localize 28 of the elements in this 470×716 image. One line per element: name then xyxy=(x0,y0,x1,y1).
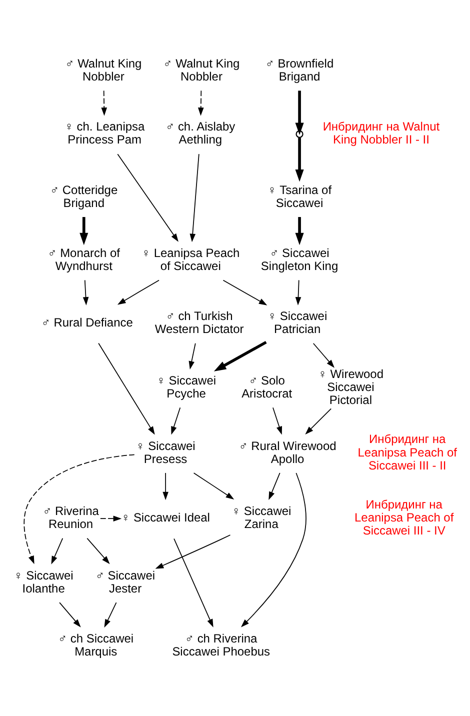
node-text: ♀ Siccawei Patrician xyxy=(268,308,328,336)
node-text: ♀ Tsarina of Siccawei xyxy=(268,182,332,210)
node-text: ♀ Siccawei Ideal xyxy=(121,510,210,524)
label: Инбридинг на Walnut King Nobbler II - II xyxy=(322,119,440,146)
node-text: ♂ ch Riverina Siccawei Phoebus xyxy=(172,631,270,658)
node-text: ♂ Rural Wirewood Apollo xyxy=(238,438,336,466)
node-text: ♀ Leanipsa Peach of Siccawei xyxy=(142,245,240,273)
node-text: ♀ Wirewood Siccawei Pictorial xyxy=(318,366,384,407)
node-text: ♂ Brownfield Brigand xyxy=(265,56,334,84)
node-text: ♂ ch Siccawei Marquis xyxy=(58,631,134,658)
node-text: ♂ ch. Aislaby Aethling xyxy=(166,119,236,146)
node-text: ♂ Cotteridge Brigand xyxy=(50,182,118,210)
node-text: ♂ Rural Defiance xyxy=(41,315,133,330)
node-text: ♂ Walnut King Nobbler xyxy=(163,56,240,84)
node-text: ♂ Siccawei Singleton King xyxy=(260,245,338,273)
node-text: ♂ ch Turkish Western Dictator xyxy=(154,308,244,336)
node-text: ♂ Riverina Reunion xyxy=(42,504,99,531)
node-text: ♂ Monarch of Wyndhurst xyxy=(48,245,120,273)
node-text: ♂ Siccawei Jester xyxy=(96,568,156,595)
node-text: ♂ Solo Aristocrat xyxy=(242,372,292,400)
node-text: ♀ Siccawei Pcyche xyxy=(156,372,216,400)
label: Инбридинг на Leanipsa Peach of Siccawei III - II xyxy=(358,432,457,472)
label: Инбридинг на Leanipsa Peach of Siccawei III - IV xyxy=(354,497,454,538)
node-text: ♀ ch. Leanipsa Princess Pam xyxy=(64,119,145,146)
node-text: ♀ Siccawei Iolanthe xyxy=(14,568,74,595)
node-text: ♂ Walnut King Nobbler xyxy=(65,56,142,84)
node-text: ♀ Siccawei Zarina xyxy=(232,504,292,531)
node-text: ♀ Siccawei Presess xyxy=(136,438,196,466)
